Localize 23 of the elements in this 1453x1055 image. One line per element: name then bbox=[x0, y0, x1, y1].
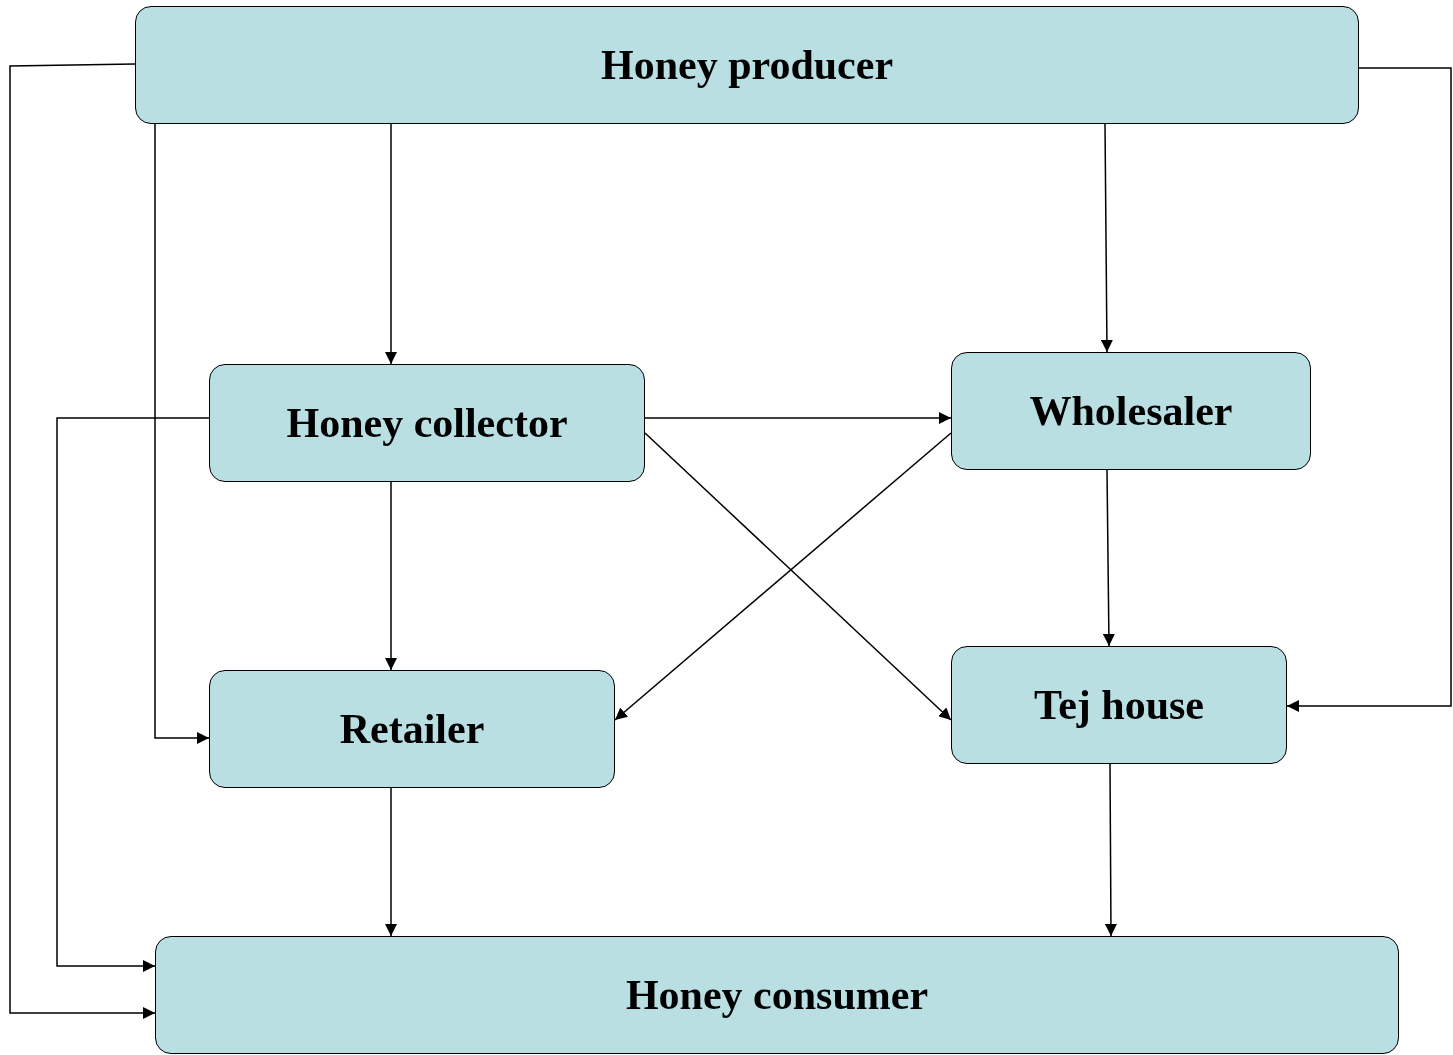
process-box bbox=[951, 352, 1311, 470]
process-box bbox=[135, 6, 1359, 124]
node-label: Honey consumer bbox=[625, 971, 929, 1019]
node-label: Honey collector bbox=[286, 399, 568, 447]
arrow bbox=[385, 787, 397, 937]
node-label: Tej house bbox=[1034, 681, 1204, 729]
node-label: Honey producer bbox=[600, 41, 894, 89]
arrow bbox=[385, 123, 397, 365]
arrow bbox=[1100, 123, 1113, 353]
arrow bbox=[385, 481, 397, 671]
arrow bbox=[154, 123, 210, 744]
arrow bbox=[1104, 763, 1117, 937]
process-box bbox=[155, 936, 1399, 1054]
process-box bbox=[209, 364, 645, 482]
process-box bbox=[951, 646, 1287, 764]
node-label: Retailer bbox=[339, 705, 485, 753]
arrow bbox=[56, 417, 210, 972]
arrow bbox=[1102, 469, 1115, 647]
process-box bbox=[209, 670, 615, 788]
arrow bbox=[9, 63, 156, 1019]
arrow bbox=[1286, 67, 1452, 712]
arrow bbox=[644, 412, 952, 424]
node-label: Wholesaler bbox=[1029, 387, 1233, 435]
